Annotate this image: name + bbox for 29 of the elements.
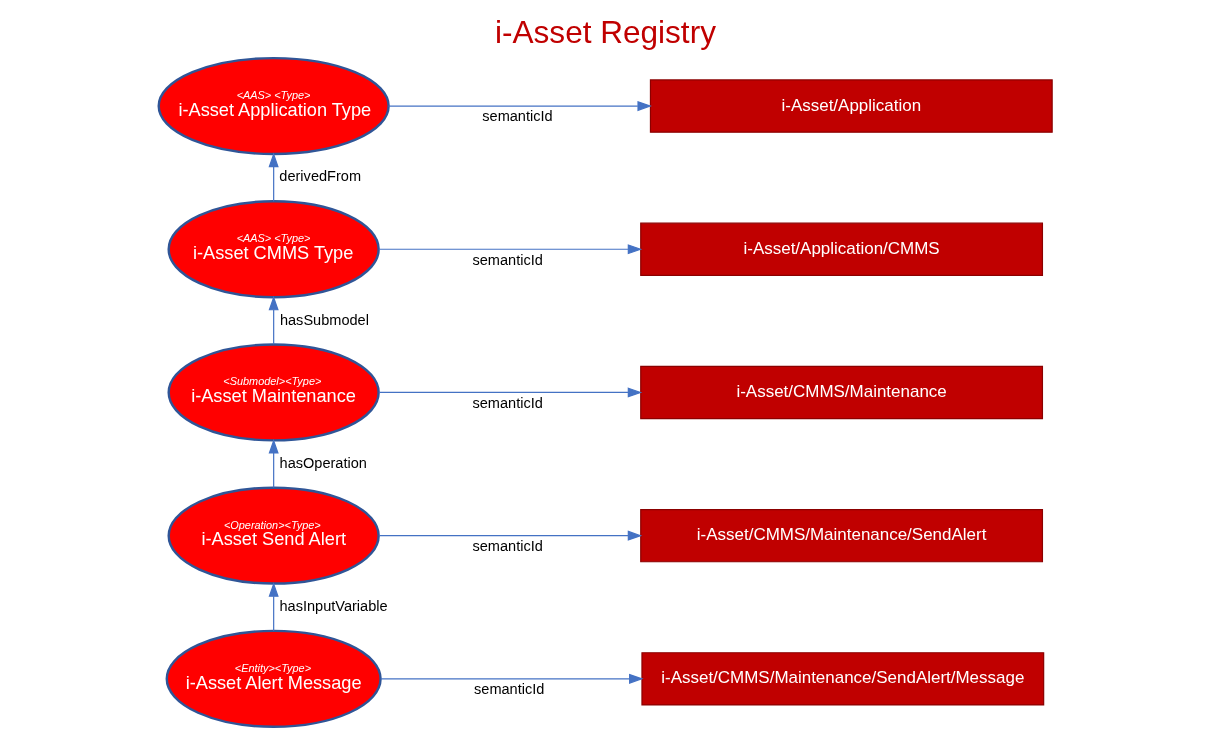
- node-box: i-Asset/Application: [649, 79, 1053, 133]
- edge-label: hasOperation: [279, 454, 367, 471]
- node-ellipse: <Operation><Type> i-Asset Send Alert: [167, 486, 380, 585]
- node-box: i-Asset/CMMS/Maintenance/SendAlert/Message: [641, 652, 1045, 706]
- edge-label: hasSubmodel: [279, 311, 369, 328]
- node-ellipse: <Entity><Type> i-Asset Alert Message: [165, 629, 382, 728]
- edge-label: semanticId: [472, 394, 543, 411]
- edge-label: semanticId: [472, 537, 543, 554]
- edge-label: semanticId: [482, 108, 553, 125]
- node-box: i-Asset/CMMS/Maintenance: [640, 365, 1044, 420]
- arrow: [378, 530, 643, 541]
- arrow: [268, 582, 279, 632]
- arrow: [378, 244, 643, 255]
- arrow: [268, 295, 279, 345]
- arrow: [387, 100, 652, 112]
- node-box: i-Asset/Application/CMMS: [640, 222, 1044, 276]
- arrow: [268, 152, 279, 202]
- arrow: [268, 438, 279, 489]
- node-ellipse: <AAS> <Type> i-Asset Application Type: [157, 56, 390, 156]
- node-ellipse: <AAS> <Type> i-Asset CMMS Type: [167, 200, 380, 299]
- edge-label: hasInputVariable: [279, 598, 388, 615]
- arrow: [378, 387, 643, 398]
- edge-label: semanticId: [474, 681, 545, 698]
- arrow: [380, 673, 644, 684]
- node-box: i-Asset/CMMS/Maintenance/SendAlert: [640, 508, 1044, 563]
- edge-label: semanticId: [472, 251, 543, 268]
- node-ellipse: <Submodel><Type> i-Asset Maintenance: [167, 343, 380, 442]
- diagram-title: i-Asset Registry: [495, 14, 716, 51]
- edge-label: derivedFrom: [279, 168, 362, 185]
